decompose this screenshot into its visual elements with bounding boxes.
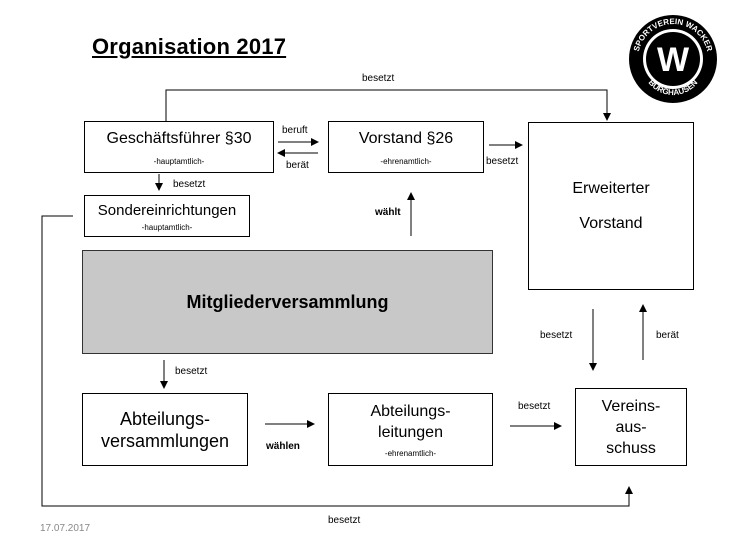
label-waehlen: wählen — [266, 441, 300, 452]
footer-date: 17.07.2017 — [40, 523, 91, 534]
sondereinrichtungen-sub: -hauptamtlich- — [141, 223, 193, 232]
erweiterter-line1: Erweiterter — [572, 180, 650, 197]
label-besetzt-ev-down: besetzt — [540, 330, 573, 341]
club-logo: SPORTVEREIN WACKER BURGHAUSEN W — [628, 14, 718, 104]
abteilungsversammlungen-line2: versammlungen — [100, 430, 230, 451]
label-beraet-mid: berät — [286, 160, 309, 171]
erweiterter-line2: Vorstand — [579, 215, 643, 232]
label-besetzt-mv: besetzt — [175, 366, 208, 377]
box-mitgliederversammlung: Mitgliederversammlung — [82, 250, 493, 354]
box-vereinsausschuss: Vereins- aus- schuss — [575, 388, 687, 466]
label-besetzt-gf: besetzt — [173, 179, 206, 190]
abteilungsversammlungen-line1: Abteilungs- — [119, 408, 211, 429]
abteilungsleitungen-sub: -ehrenamtlich- — [384, 449, 437, 458]
label-besetzt-bottom: besetzt — [328, 515, 361, 526]
box-abteilungsversammlungen: Abteilungs- versammlungen — [82, 393, 248, 466]
logo-letter: W — [657, 41, 690, 79]
box-sondereinrichtungen: Sondereinrichtungen -hauptamtlich- — [84, 195, 250, 237]
vereinsausschuss-line3: schuss — [606, 439, 656, 457]
box-abteilungsleitungen: Abteilungs- leitungen -ehrenamtlich- — [328, 393, 493, 466]
box-geschaeftsfuehrer: Geschäftsführer §30 -hauptamtlich- — [84, 121, 274, 173]
label-besetzt-vorstand: besetzt — [486, 156, 519, 167]
mitgliederversammlung-title: Mitgliederversammlung — [186, 291, 389, 312]
label-waehlt: wählt — [375, 207, 401, 218]
box-vorstand: Vorstand §26 -ehrenamtlich- — [328, 121, 484, 173]
vorstand-sub: -ehrenamtlich- — [380, 157, 432, 166]
geschaeftsfuehrer-sub: -hauptamtlich- — [153, 157, 205, 166]
sondereinrichtungen-title: Sondereinrichtungen — [97, 202, 237, 219]
label-besetzt-al: besetzt — [518, 401, 551, 412]
label-beraet-right: berät — [656, 330, 679, 341]
page-title: Organisation 2017 — [92, 34, 287, 59]
line-besetzt-bottom — [41, 215, 633, 507]
abteilungsleitungen-line2: leitungen — [378, 424, 443, 441]
geschaeftsfuehrer-title: Geschäftsführer §30 — [106, 130, 252, 147]
vorstand-title: Vorstand §26 — [358, 130, 454, 147]
box-erweiterter-vorstand: Erweiterter Vorstand — [528, 122, 694, 290]
abteilungsleitungen-line1: Abteilungs- — [370, 403, 451, 420]
label-besetzt-top: besetzt — [362, 73, 395, 84]
label-beruft: beruft — [282, 125, 308, 136]
vereinsausschuss-line1: Vereins- — [601, 397, 661, 415]
line-besetzt-top — [165, 89, 611, 121]
vereinsausschuss-line2: aus- — [615, 418, 647, 436]
